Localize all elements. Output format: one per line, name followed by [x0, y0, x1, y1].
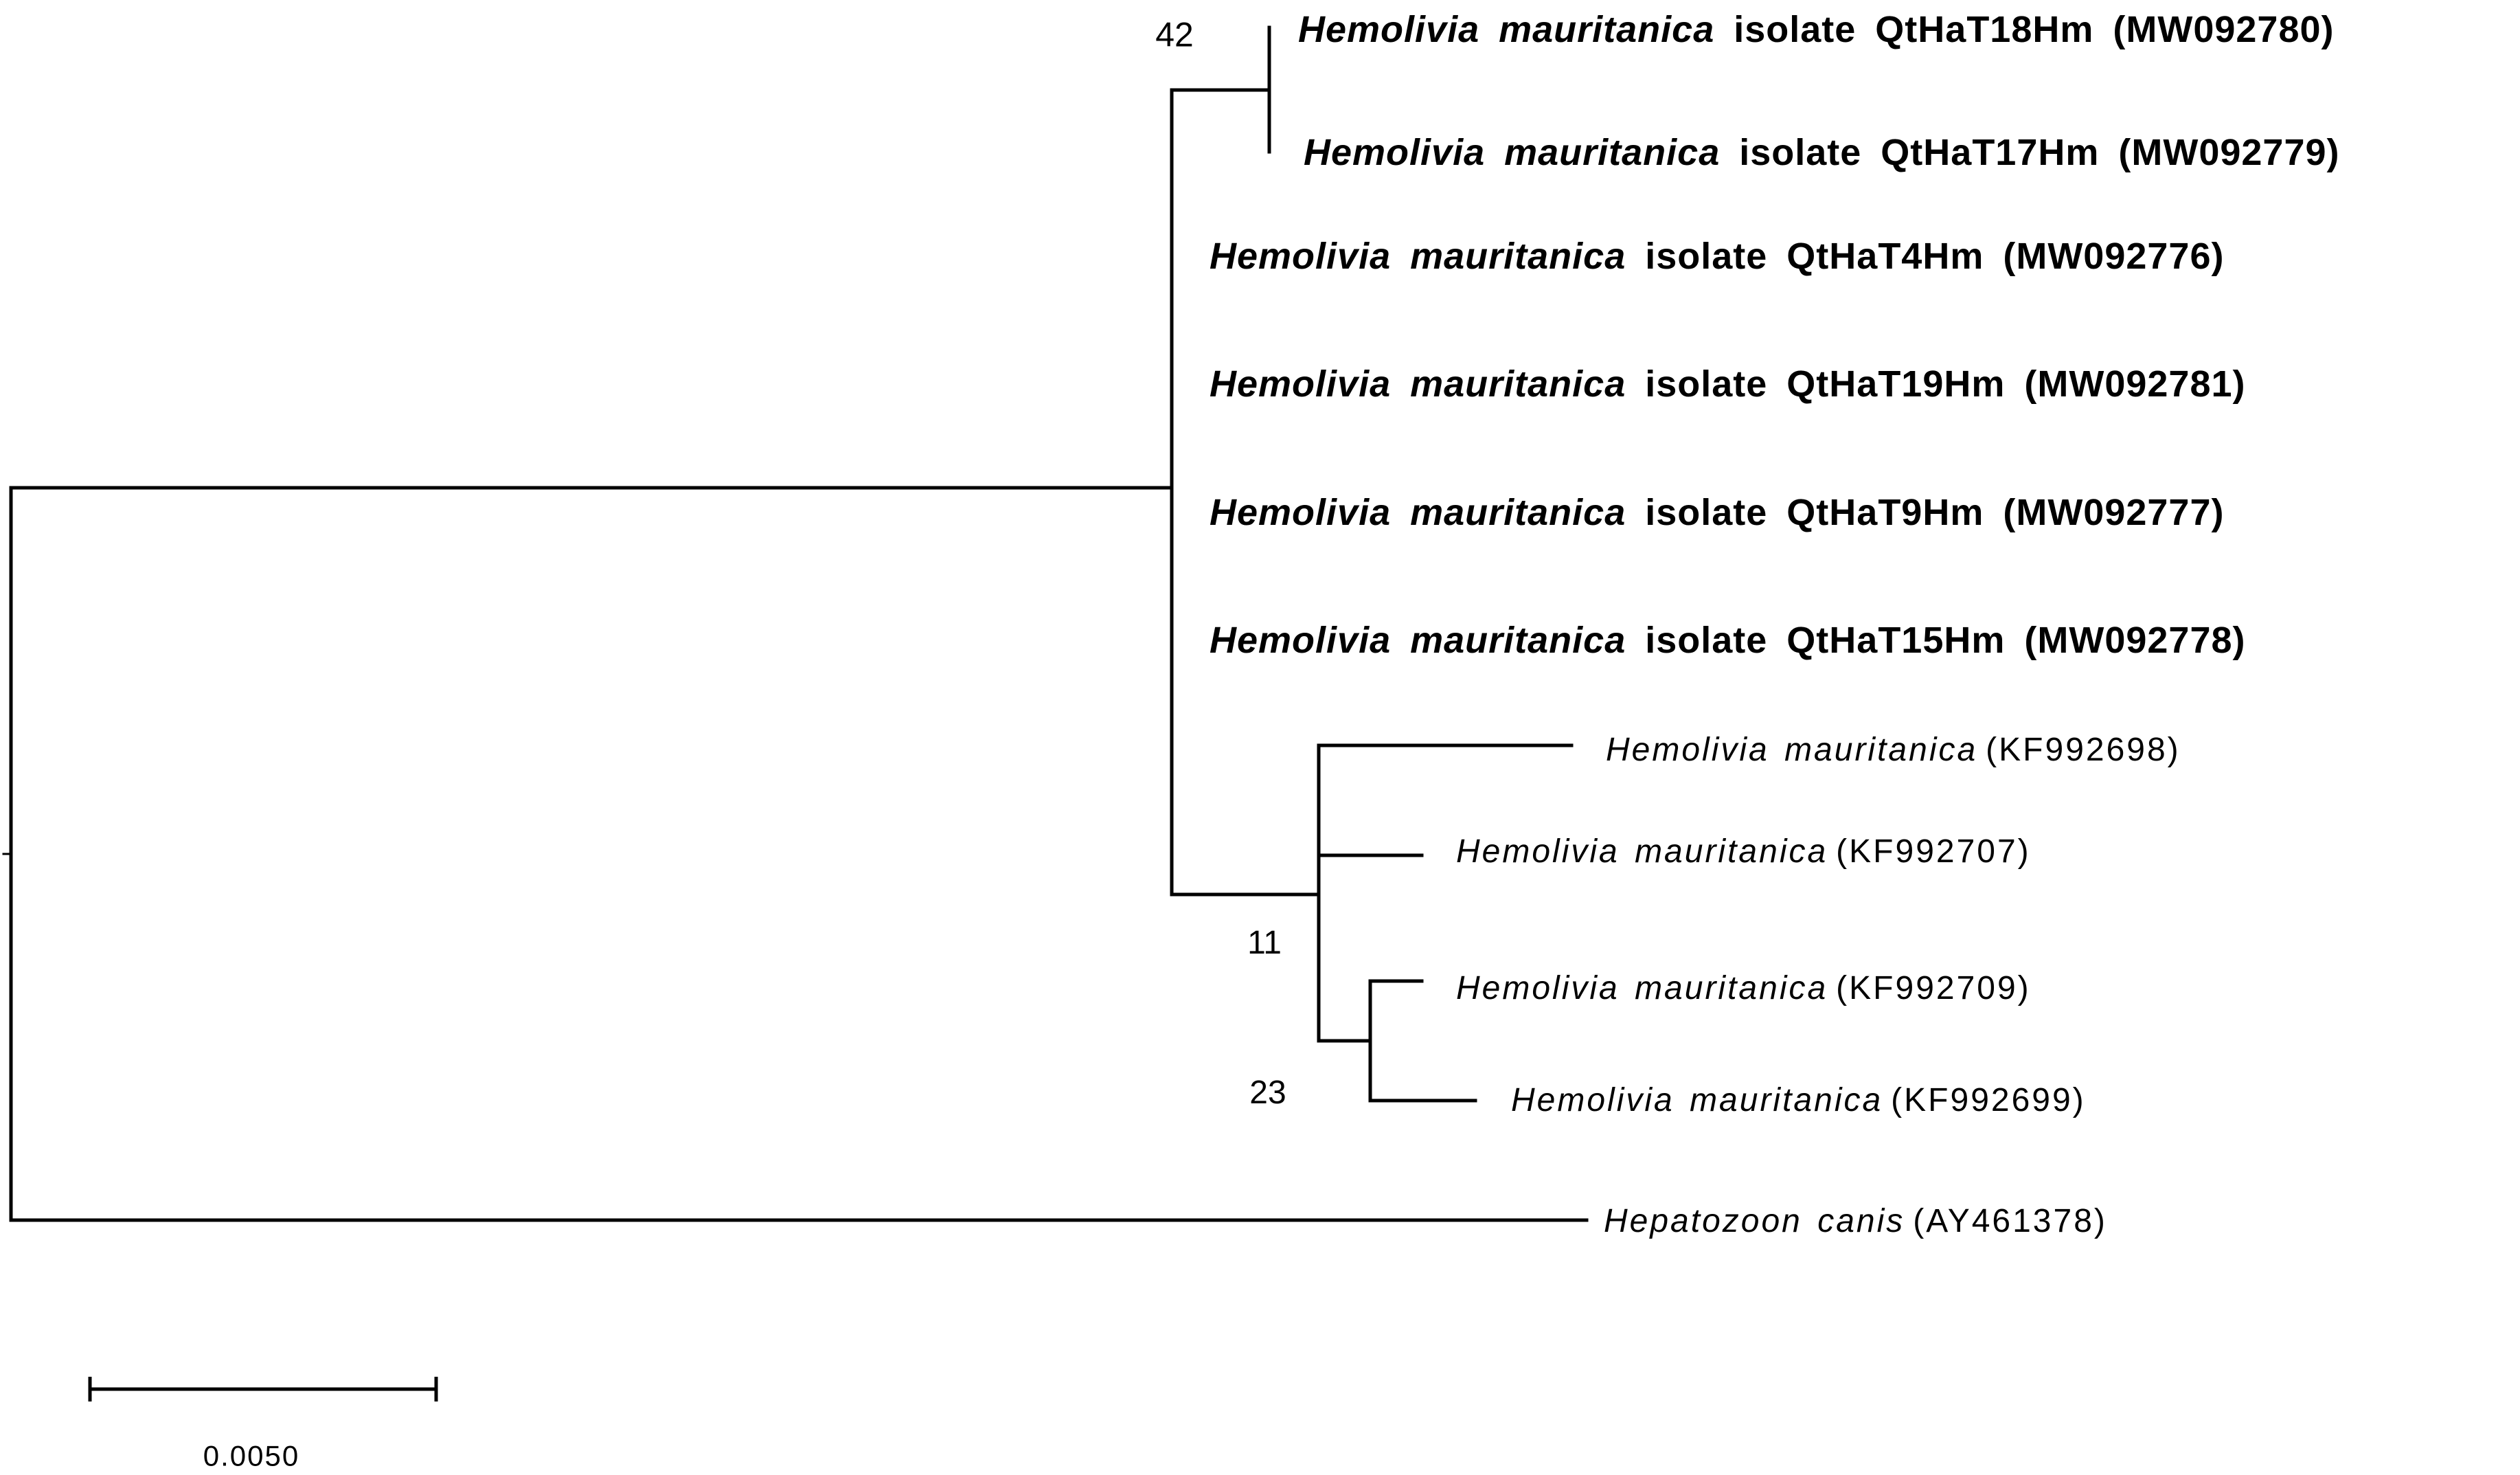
- taxon-species-name: Hemolivia mauritanica: [1298, 9, 1714, 50]
- taxon-accession-text: (KF992709): [1836, 970, 2030, 1006]
- taxon-species-name: Hemolivia mauritanica: [1210, 620, 1626, 661]
- taxon-species-name: Hemolivia mauritanica: [1304, 132, 1720, 173]
- taxon-label-qthat9hm-mw092777: Hemolivia mauritanica isolate QtHaT9Hm (M…: [1210, 492, 2224, 533]
- taxon-species-name: Hepatozoon canis: [1604, 1203, 1905, 1239]
- taxon-accession-text: isolate QtHaT15Hm (MW092778): [1645, 620, 2245, 661]
- taxon-species-name: Hemolivia mauritanica: [1456, 970, 1828, 1006]
- taxon-label-kf992699: Hemolivia mauritanica(KF992699): [1511, 1082, 2086, 1118]
- taxon-species-name: Hemolivia mauritanica: [1210, 363, 1626, 405]
- taxon-accession-text: (AY461378): [1913, 1203, 2107, 1239]
- taxon-accession-text: isolate QtHaT9Hm (MW092777): [1645, 492, 2224, 533]
- taxon-accession-text: (KF992699): [1891, 1082, 2085, 1118]
- taxon-accession-text: isolate QtHaT18Hm (MW092780): [1734, 9, 2334, 50]
- taxon-accession-text: isolate QtHaT19Hm (MW092781): [1645, 363, 2245, 405]
- bootstrap-value-42: 42: [1155, 16, 1194, 54]
- taxon-label-kf992707: Hemolivia mauritanica(KF992707): [1456, 833, 2031, 870]
- taxon-label-hepatozoon-canis-ay461378: Hepatozoon canis(AY461378): [1604, 1203, 2107, 1239]
- bootstrap-value-11: 11: [1247, 925, 1282, 961]
- taxon-label-qthat4hm-mw092776: Hemolivia mauritanica isolate QtHaT4Hm (M…: [1210, 236, 2224, 277]
- taxon-label-qthat17hm-mw092779: Hemolivia mauritanica isolate QtHaT17Hm (…: [1304, 132, 2340, 173]
- bootstrap-value-23: 23: [1249, 1074, 1286, 1111]
- taxon-accession-text: isolate QtHaT17Hm (MW092779): [1739, 132, 2339, 173]
- taxon-accession-text: (KF992707): [1836, 833, 2030, 870]
- taxon-accession-text: isolate QtHaT4Hm (MW092776): [1645, 236, 2224, 277]
- taxon-species-name: Hemolivia mauritanica: [1456, 833, 1828, 870]
- scale-bar-label: 0.0050: [203, 1440, 299, 1472]
- taxon-label-qthat15hm-mw092778: Hemolivia mauritanica isolate QtHaT15Hm (…: [1210, 620, 2246, 661]
- taxon-label-kf992698: Hemolivia mauritanica(KF992698): [1606, 732, 2181, 768]
- taxon-label-qthat18hm-mw092780: Hemolivia mauritanica isolate QtHaT18Hm (…: [1298, 9, 2335, 50]
- taxon-accession-text: (KF992698): [1986, 732, 2180, 768]
- taxon-label-qthat19hm-mw092781: Hemolivia mauritanica isolate QtHaT19Hm (…: [1210, 363, 2246, 405]
- taxon-species-name: Hemolivia mauritanica: [1210, 492, 1626, 533]
- taxon-species-name: Hemolivia mauritanica: [1606, 732, 1977, 768]
- taxon-species-name: Hemolivia mauritanica: [1511, 1082, 1883, 1118]
- taxon-species-name: Hemolivia mauritanica: [1210, 236, 1626, 277]
- taxon-label-kf992709: Hemolivia mauritanica(KF992709): [1456, 970, 2031, 1006]
